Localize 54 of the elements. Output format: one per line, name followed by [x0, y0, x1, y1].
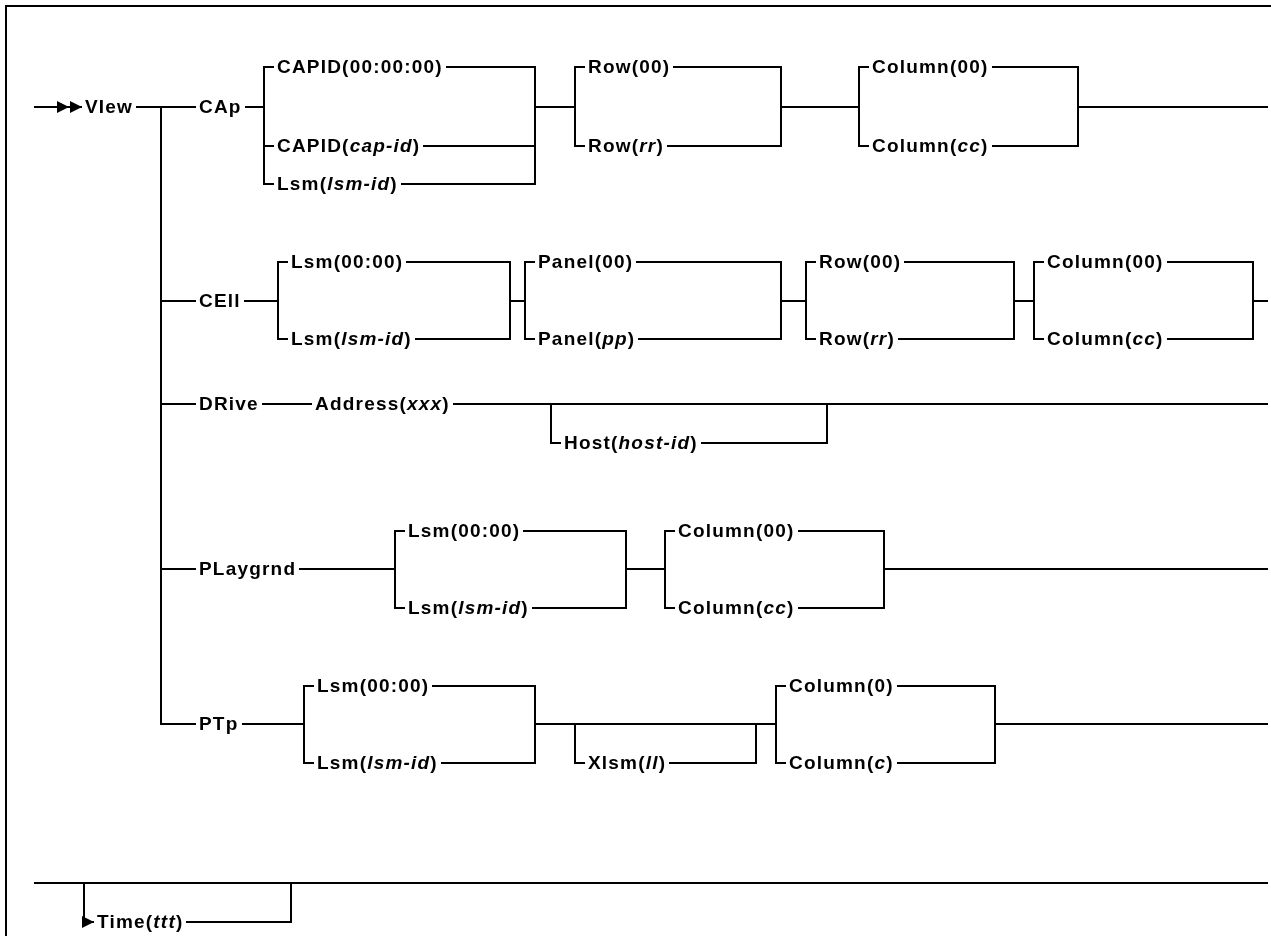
syntax-keyword: Row(00)	[816, 251, 905, 273]
syntax-keyword: Lsm(00:00)	[314, 675, 433, 697]
rail-line	[243, 300, 289, 340]
rail-line	[797, 568, 1269, 609]
rail-line	[33, 101, 83, 113]
rail-line	[33, 882, 95, 928]
syntax-keyword: Column(0)	[786, 675, 897, 697]
syntax-keyword: Row(00)	[585, 56, 674, 78]
rail-line	[897, 300, 1045, 340]
syntax-keyword: Lsm(00:00)	[288, 251, 407, 273]
rail-line	[896, 723, 1269, 764]
syntax-keyword: CEll	[196, 290, 244, 312]
rail-line	[185, 882, 1269, 923]
syntax-keyword: Panel(pp)	[535, 328, 639, 350]
syntax-keyword: Lsm(00:00)	[405, 520, 524, 542]
syntax-keyword: CAPID(cap-id)	[274, 135, 424, 157]
rail-line	[531, 568, 676, 609]
syntax-keyword: Column(cc)	[675, 597, 798, 619]
syntax-keyword: Lsm(lsm-id)	[314, 752, 441, 774]
rail-line	[1166, 300, 1269, 340]
syntax-keyword: Lsm(lsm-id)	[405, 597, 532, 619]
syntax-keyword: Row(rr)	[585, 135, 667, 157]
syntax-keyword: Column(00)	[1044, 251, 1167, 273]
rail-line	[668, 723, 787, 764]
syntax-keyword: DRive	[196, 393, 262, 415]
syntax-keyword: Column(00)	[869, 56, 992, 78]
syntax-keyword: Xlsm(ll)	[585, 752, 670, 774]
syntax-keyword: PTp	[196, 713, 242, 735]
rail-line	[135, 106, 197, 725]
syntax-keyword: Host(host-id)	[561, 432, 701, 454]
rail-line	[241, 723, 315, 764]
rail-line	[244, 106, 275, 185]
rail-line	[991, 106, 1269, 147]
syntax-keyword: VIew	[82, 96, 137, 118]
syntax-keyword: Lsm(lsm-id)	[274, 173, 401, 195]
syntax-keyword: Column(c)	[786, 752, 897, 774]
syntax-keyword: Panel(00)	[535, 251, 637, 273]
syntax-keyword: Address(xxx)	[312, 393, 453, 415]
syntax-keyword: Column(cc)	[1044, 328, 1167, 350]
rail-line	[700, 403, 1269, 444]
syntax-keyword: Column(00)	[675, 520, 798, 542]
rail-line	[666, 106, 870, 147]
rail-line	[414, 300, 536, 340]
syntax-keyword: CAp	[196, 96, 245, 118]
rail-line	[400, 106, 586, 185]
rail-line	[637, 300, 817, 340]
rail-line	[261, 403, 313, 405]
syntax-keyword: Column(cc)	[869, 135, 992, 157]
syntax-keyword: Row(rr)	[816, 328, 898, 350]
syntax-keyword: Lsm(lsm-id)	[288, 328, 415, 350]
syntax-keyword: CAPID(00:00:00)	[274, 56, 446, 78]
rail-line	[298, 568, 406, 609]
syntax-keyword: PLaygrnd	[196, 558, 300, 580]
syntax-keyword: Time(ttt)	[94, 911, 187, 933]
